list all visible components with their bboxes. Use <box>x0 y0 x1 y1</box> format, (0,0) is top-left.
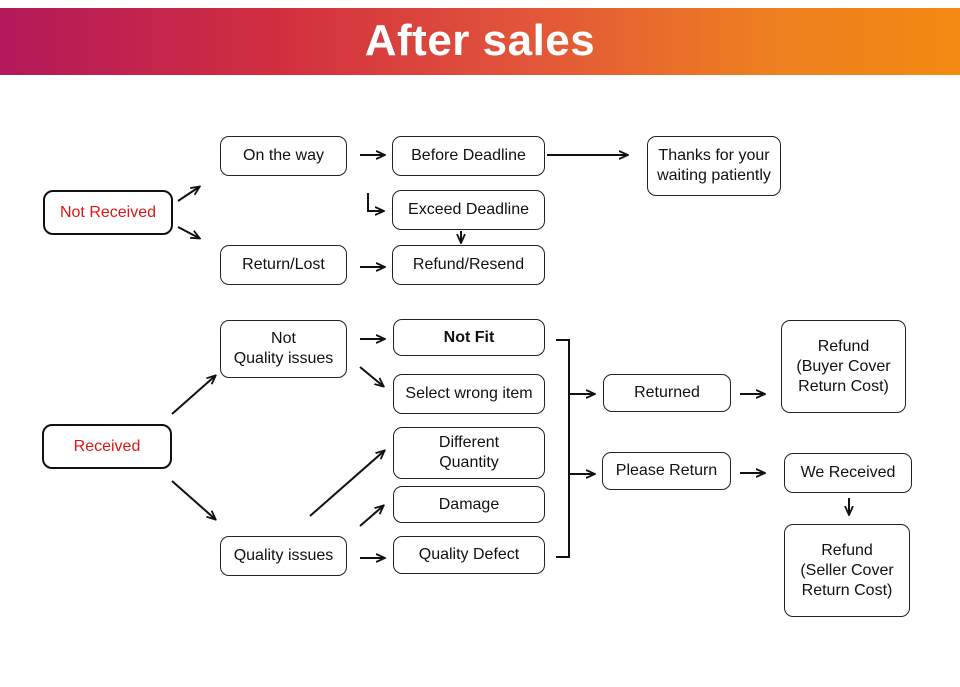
node-exceed-deadline: Exceed Deadline <box>392 190 545 230</box>
node-not-fit: Not Fit <box>393 319 545 356</box>
arrow-received-to-notquality <box>171 376 215 415</box>
arrow-ontheway-to-exceed <box>367 193 383 211</box>
node-damage: Damage <box>393 486 545 523</box>
node-quality-issues: Quality issues <box>220 536 347 576</box>
node-returned: Returned <box>603 374 731 412</box>
bracket <box>556 339 570 558</box>
node-quality-defect: Quality Defect <box>393 536 545 574</box>
header-banner: After sales <box>0 8 960 75</box>
node-please-return: Please Return <box>602 452 731 490</box>
node-on-the-way: On the way <box>220 136 347 176</box>
node-not-quality-issues: Not Quality issues <box>220 320 347 378</box>
node-received: Received <box>42 424 172 469</box>
arrow-notquality-to-wrongitem <box>359 366 383 386</box>
node-refund-buyer-cover: Refund (Buyer Cover Return Cost) <box>781 320 906 413</box>
arrow-quality-to-difqty <box>309 451 384 517</box>
node-before-deadline: Before Deadline <box>392 136 545 176</box>
arrow-notreceived-to-ontheway <box>177 187 199 202</box>
node-refund-seller-cover: Refund (Seller Cover Return Cost) <box>784 524 910 617</box>
node-not-received: Not Received <box>43 190 173 235</box>
node-return-lost: Return/Lost <box>220 245 347 285</box>
arrow-quality-to-damage <box>359 506 383 527</box>
node-different-quantity: Different Quantity <box>393 427 545 479</box>
node-we-received: We Received <box>784 453 912 493</box>
node-select-wrong-item: Select wrong item <box>393 374 545 414</box>
arrow-notreceived-to-returnlost <box>177 226 199 238</box>
arrow-received-to-quality <box>171 480 215 519</box>
node-thanks-waiting: Thanks for your waiting patiently <box>647 136 781 196</box>
node-refund-resend: Refund/Resend <box>392 245 545 285</box>
page-title: After sales <box>364 16 596 65</box>
